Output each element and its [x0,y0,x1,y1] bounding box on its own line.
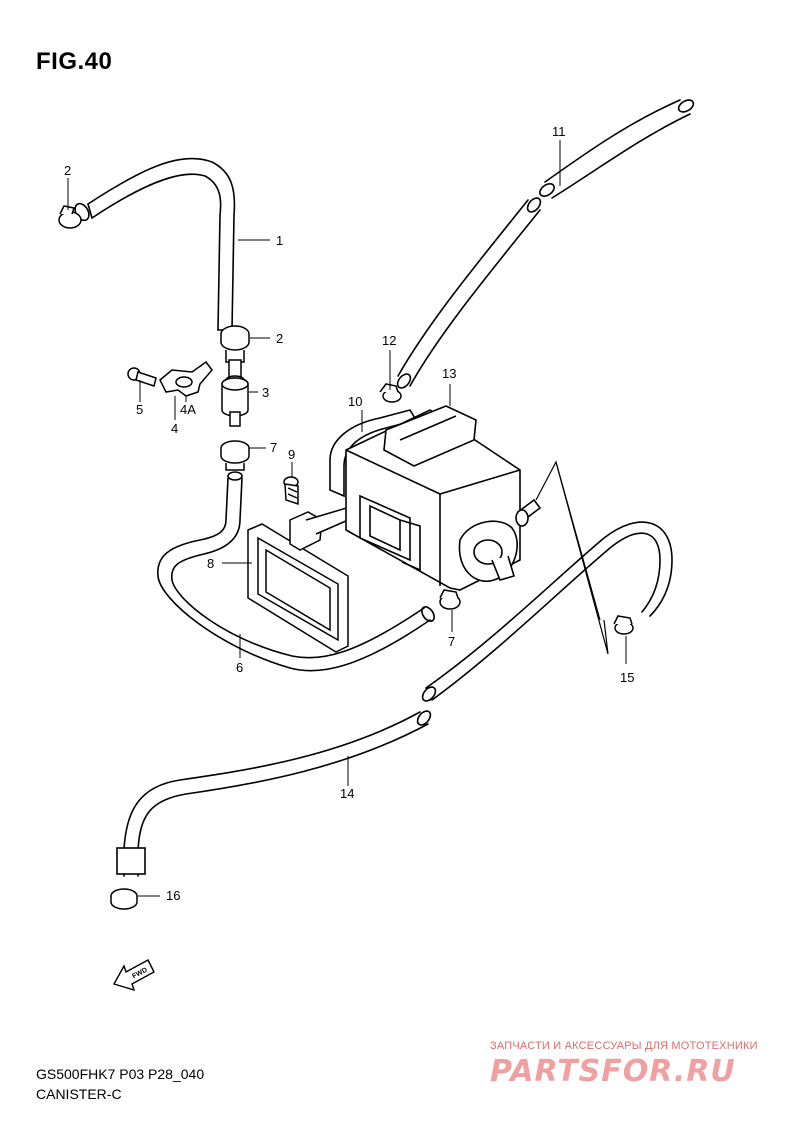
valve-part-3 [221,359,249,427]
hose-part-11 [396,99,695,389]
clamp-part-7-upper [220,440,250,471]
callout-2-upper: 2 [64,163,71,178]
callout-14: 14 [340,786,354,801]
callout-5: 5 [136,402,143,417]
callout-9: 9 [288,447,295,462]
hose-part-6 [157,471,435,672]
model-code: GS500FHK7 P03 P28_040 [36,1066,205,1082]
clamp-part-7-lower [439,589,461,610]
callout-15: 15 [620,670,634,685]
bracket-part-4 [159,360,213,397]
clamp-part-16 [110,888,138,910]
clamp-part-2-upper [58,205,82,229]
watermark-tagline: ЗАПЧАСТИ И АКСЕССУАРЫ ДЛЯ МОТОТЕХНИКИ [490,1040,758,1052]
callout-7-upper: 7 [270,440,277,455]
callout-11: 11 [552,124,566,139]
section-name: CANISTER-C [36,1086,122,1102]
callout-16: 16 [166,888,180,903]
clamp-part-15 [613,615,634,635]
fwd-arrow-icon: FWD [112,959,155,992]
clamp-part-2-lower [220,325,250,363]
callout-1: 1 [276,233,283,248]
callout-10: 10 [348,394,362,409]
reference-lines [535,460,609,655]
hose-part-1 [74,157,236,331]
hose-part-14 [116,710,432,877]
callout-3: 3 [262,385,269,400]
frame-part-8 [247,503,363,653]
hose-part-15 [421,521,673,702]
screw-part-9 [283,476,299,506]
callout-12: 12 [382,333,396,348]
callout-7-lower: 7 [448,634,455,649]
clamp-part-12 [379,383,402,403]
callout-4a: 4A [180,402,196,417]
figure-title: FIG.40 [36,48,113,75]
callout-13: 13 [442,366,456,381]
leader-lines [67,140,627,897]
bolt-part-5 [127,367,157,387]
canister-part-13 [329,405,542,591]
watermark-brand: PARTSFOR.RU [490,1054,736,1089]
callout-8: 8 [207,556,214,571]
callout-2-lower: 2 [276,331,283,346]
callout-6: 6 [236,660,243,675]
callout-4: 4 [171,421,178,436]
